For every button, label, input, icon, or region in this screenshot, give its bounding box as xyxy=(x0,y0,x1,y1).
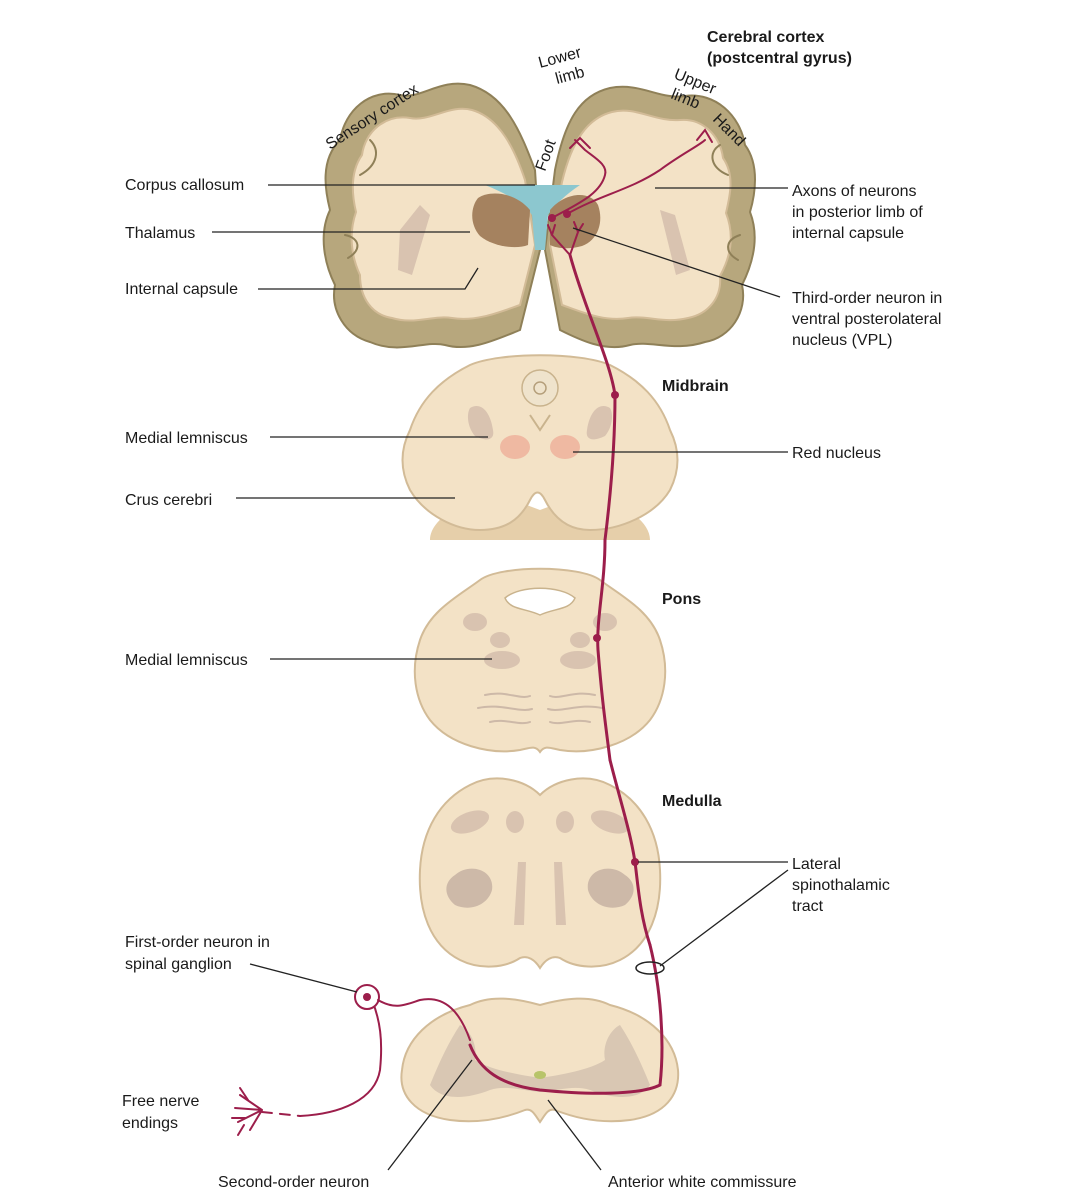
midbrain-outline xyxy=(401,354,679,532)
medial-lemniscus-pons-right xyxy=(560,651,596,669)
label-crus-cerebri: Crus cerebri xyxy=(125,492,212,509)
label-corpus-callosum: Corpus callosum xyxy=(125,177,244,194)
free-nerve-endings-icon xyxy=(231,1087,301,1136)
second-order-neuron-axon xyxy=(468,943,664,1095)
label-medial-lemniscus-pons: Medial lemniscus xyxy=(125,652,248,669)
label-midbrain: Midbrain xyxy=(662,378,729,395)
leader-lines xyxy=(212,184,789,1171)
label-lateral-spinothalamic-3: tract xyxy=(792,898,824,915)
label-internal-capsule: Internal capsule xyxy=(125,281,238,298)
lateral-spinothalamic-tract-marker xyxy=(635,961,665,975)
label-third-order-1: Third-order neuron in xyxy=(792,290,942,307)
label-axons-2: in posterior limb of xyxy=(792,204,923,221)
medial-lemniscus-pons-left xyxy=(484,651,520,669)
pons-section xyxy=(413,567,667,754)
label-thalamus: Thalamus xyxy=(125,225,195,242)
sensory-pathway xyxy=(231,128,713,1136)
label-medulla: Medulla xyxy=(662,793,722,810)
label-pons: Pons xyxy=(662,591,701,608)
label-lateral-spinothalamic-1: Lateral xyxy=(792,856,841,873)
spinal-gray-matter xyxy=(430,1025,650,1097)
label-axons-1: Axons of neurons xyxy=(792,183,917,200)
left-white-matter xyxy=(350,107,537,322)
thalamus xyxy=(472,193,530,248)
spinal-cord-section xyxy=(400,997,680,1124)
cerebrum-section xyxy=(322,82,756,349)
label-free-nerve-2: endings xyxy=(122,1115,178,1132)
medulla-outline xyxy=(418,777,662,970)
label-axons-3: internal capsule xyxy=(792,225,904,242)
midbrain-section xyxy=(401,354,679,540)
medulla-section xyxy=(418,777,662,970)
first-order-neuron-peripheral-axon xyxy=(299,999,383,1117)
label-anterior-white-commissure: Anterior white commissure xyxy=(608,1174,797,1191)
red-nucleus-right xyxy=(550,435,580,459)
thalamus-right xyxy=(550,194,601,249)
red-nucleus-left xyxy=(500,435,530,459)
label-lower-limb-2: limb xyxy=(554,64,587,88)
label-cerebral-cortex-1: Cerebral cortex xyxy=(707,29,824,46)
label-cerebral-cortex-2: (postcentral gyrus) xyxy=(707,50,852,67)
label-red-nucleus: Red nucleus xyxy=(792,445,881,462)
label-medial-lemniscus-midbrain: Medial lemniscus xyxy=(125,430,248,447)
label-lateral-spinothalamic-2: spinothalamic xyxy=(792,877,890,894)
third-order-neuron-axon xyxy=(551,139,607,219)
label-second-order: Second-order neuron xyxy=(218,1174,369,1191)
label-free-nerve-1: Free nerve xyxy=(122,1093,199,1110)
corpus-callosum xyxy=(485,185,580,250)
label-third-order-2: ventral posterolateral xyxy=(792,311,941,328)
label-first-order-1: First-order neuron in xyxy=(125,934,270,951)
label-third-order-3: nucleus (VPL) xyxy=(792,332,893,349)
label-first-order-2: spinal ganglion xyxy=(125,956,232,973)
